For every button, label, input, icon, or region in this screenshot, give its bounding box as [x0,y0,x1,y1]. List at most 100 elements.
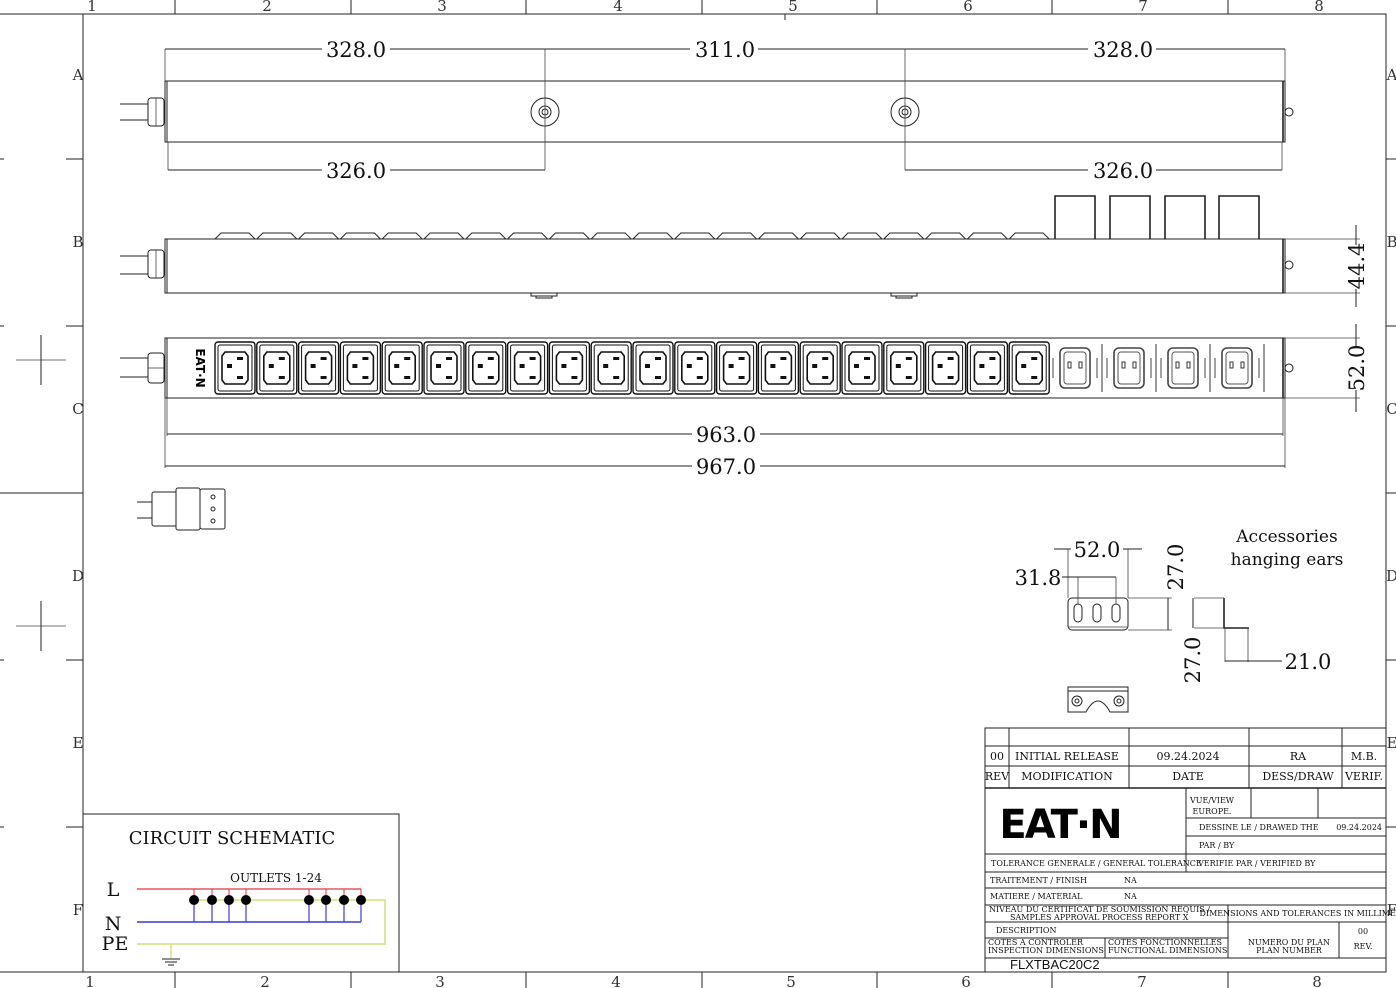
c13-outlet-top-icon [631,232,675,240]
c13-outlet-top-icon [506,232,549,240]
svg-text:VUE/VIEW: VUE/VIEW [1189,796,1235,805]
c13-outlet-icon [674,341,716,395]
c13-outlet-top-icon [966,232,1009,240]
svg-text:09.24.2024: 09.24.2024 [1157,750,1220,763]
c13-outlet-top-icon [339,232,382,240]
c19-outlet-icon [1106,344,1157,392]
svg-text:4: 4 [613,0,623,15]
c13-outlet-icon [590,341,632,395]
svg-text:B: B [72,233,83,251]
svg-text:VERIF.: VERIF. [1344,770,1383,783]
svg-text:5: 5 [788,0,798,15]
svg-text:INITIAL RELEASE: INITIAL RELEASE [1015,750,1119,763]
c19-outlet-icon [1214,344,1265,392]
c13-outlet-top-icon [213,232,257,240]
svg-text:A: A [72,66,84,84]
c13-outlet-icon [715,341,758,395]
svg-text:NA: NA [1124,892,1137,901]
svg-text:A: A [1386,66,1396,84]
dim-326-right: 326.0 [1093,159,1153,183]
svg-text:D: D [1386,567,1396,585]
svg-text:M.B.: M.B. [1351,750,1377,763]
svg-text:REV: REV [985,770,1010,783]
c13-outlet-top-icon [548,232,591,240]
c13-outlet-top-icon [1007,232,1051,240]
part-number: FLXTBAC20C2 [1010,957,1100,972]
c13-outlet-top-icon [422,232,466,240]
svg-text:EAT·N: EAT·N [193,348,207,387]
eaton-logo: EAT·N [999,802,1120,848]
svg-text:1: 1 [85,973,95,988]
svg-text:C: C [1386,400,1396,418]
c20-plug-icon [137,487,226,531]
svg-text:FUNCTIONAL DIMENSIONS: FUNCTIONAL DIMENSIONS [1108,946,1227,955]
dim-326-left: 326.0 [326,159,386,183]
outlet-node-icon [356,895,366,905]
svg-text:INSPECTION DIMENSIONS: INSPECTION DIMENSIONS [988,946,1104,955]
svg-text:RA: RA [1290,750,1307,763]
dim-44-4: 44.4 [1345,243,1369,290]
side-view: 44.4 [120,195,1370,307]
c13-outlet-top-icon [840,232,884,240]
svg-text:8: 8 [1314,0,1324,15]
c19-outlet-icon [1052,344,1103,392]
column-labels-top: 1 2 3 4 5 6 7 8 [87,0,1324,15]
c13-outlet-icon [465,341,507,395]
svg-text:3: 3 [435,973,445,988]
svg-text:L: L [107,879,120,901]
outlet-node-icon [304,895,314,905]
outlet-node-icon [189,895,199,905]
dim-967: 967.0 [696,455,756,479]
dim-ear-27-front: 27.0 [1164,544,1188,591]
c13-outlet-icon [214,341,256,395]
c13-outlet-icon [883,341,925,395]
c13-outlet-icon [256,341,298,395]
schematic-title: CIRCUIT SCHEMATIC [129,828,336,849]
c13-outlet-top-icon [798,232,842,240]
row-labels-right: A B C D E F [1386,66,1396,919]
c13-outlet-top-icon [757,232,800,240]
c13-outlet-top-icon [882,232,926,240]
svg-text:PAR / BY: PAR / BY [1199,841,1235,850]
svg-text:3: 3 [437,0,447,15]
svg-text:8: 8 [1312,973,1322,988]
dim-ear-52: 52.0 [1074,538,1121,562]
svg-text:4: 4 [611,973,621,988]
svg-text:NA: NA [1124,876,1137,885]
svg-text:COTES FONCTIONNELLES: COTES FONCTIONNELLES [1108,938,1222,947]
c13-outlet-icon [757,341,800,395]
svg-text:DESSINE LE / DRAWED THE: DESSINE LE / DRAWED THE [1199,823,1319,832]
c13-outlet-top-icon [715,232,758,240]
svg-text:PLAN NUMBER: PLAN NUMBER [1256,946,1323,955]
svg-text:09.24.2024: 09.24.2024 [1336,823,1382,832]
c13-outlet-icon [966,341,1009,395]
dim-328-right: 328.0 [1093,38,1153,62]
svg-text:NUMERO DU PLAN: NUMERO DU PLAN [1248,938,1330,947]
svg-text:7: 7 [1138,0,1148,15]
svg-text:DESCRIPTION: DESCRIPTION [996,926,1056,935]
svg-text:6: 6 [961,973,971,988]
outlet-node-icon [339,895,349,905]
c13-outlet-icon [924,341,967,395]
dim-ear-27-side: 27.0 [1181,637,1205,684]
outlet-node-icon [321,895,331,905]
c13-outlet-icon [339,341,382,395]
dim-52-0-width: 52.0 [1345,345,1369,392]
outlet-node-icon [224,895,234,905]
c13-outlet-top-icon [297,232,340,240]
svg-text:NIVEAU DU CERTIFICAT DE SOUMIS: NIVEAU DU CERTIFICAT DE SOUMISSION REQUI… [989,905,1210,914]
svg-text:2: 2 [260,973,270,988]
outlet-node-icon [207,895,217,905]
c13-outlet-top-icon [924,232,967,240]
c13-outlet-top-icon [673,232,717,240]
c13-outlet-top-icon [380,232,424,240]
svg-text:VERIFIE PAR / VERIFIED BY: VERIFIE PAR / VERIFIED BY [1197,859,1316,868]
c19-outlet-profile-row [1054,195,1260,239]
svg-text:5: 5 [786,973,796,988]
c13-outlet-icon [381,341,423,395]
svg-text:2: 2 [262,0,272,15]
svg-text:MATIERE / MATERIAL: MATIERE / MATERIAL [990,892,1083,901]
top-view: 328.0 311.0 328.0 326.0 326.0 [120,37,1294,183]
c13-outlet-profile-row [213,232,1051,240]
front-view: EAT·N 52.0 963.0 967.0 [120,324,1370,479]
